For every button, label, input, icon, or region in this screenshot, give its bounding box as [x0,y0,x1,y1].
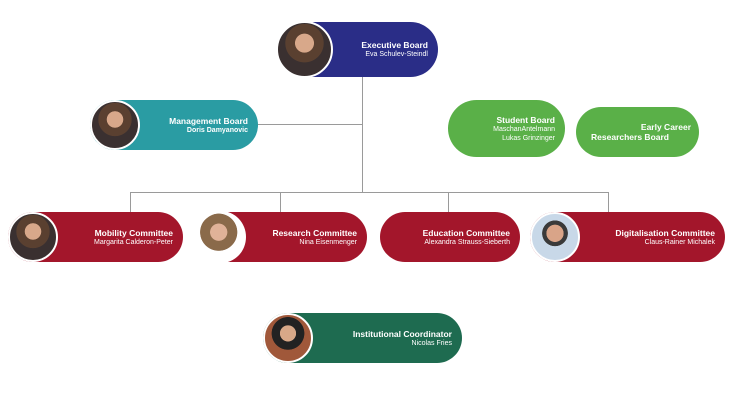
management-photo [90,100,140,150]
node-name: Alexandra Strauss-Sieberth [424,238,510,246]
committee-photo [8,212,58,262]
node-title: Institutional Coordinator [352,328,452,339]
committee-node: Education Committee Alexandra Strauss-Si… [380,212,520,262]
committee-photo [196,211,246,263]
committee-photo [530,212,580,262]
node-name: MaschanAntelmann [493,125,555,133]
node-name: Margarita Calderon-Peter [94,238,173,246]
node-title: Education Committee [422,227,510,238]
node-title: Executive Board [361,40,428,50]
node-name: Doris Damyanovic [186,126,248,134]
node-name: Eva Schulev-Steindl [365,51,428,58]
node-title: Researchers Board [591,132,669,142]
executive-photo [276,21,333,78]
connector [130,192,609,193]
node-name: Nina Eisenmenger [299,238,357,246]
connector [130,192,131,213]
node-title: Early Career [640,122,691,132]
node-name: Claus-Rainer Michalek [644,238,715,246]
student-board-node: Student Board MaschanAntelmann Lukas Gri… [448,100,565,157]
node-title: Mobility Committee [94,227,173,238]
node-title: Research Committee [272,227,357,238]
connector [250,124,362,125]
node-title: Student Board [496,114,555,125]
connector [608,192,609,213]
connector [280,192,281,213]
connector [362,70,363,193]
node-name: Nicolas Fries [411,339,452,347]
node-title: Digitalisation Committee [615,227,715,238]
connector [448,192,449,213]
coordinator-photo [263,313,313,363]
node-name: Lukas Grinzinger [502,134,555,142]
node-title: Management Board [169,115,248,126]
ecr-board-node: Early Career Researchers Board [576,107,699,157]
